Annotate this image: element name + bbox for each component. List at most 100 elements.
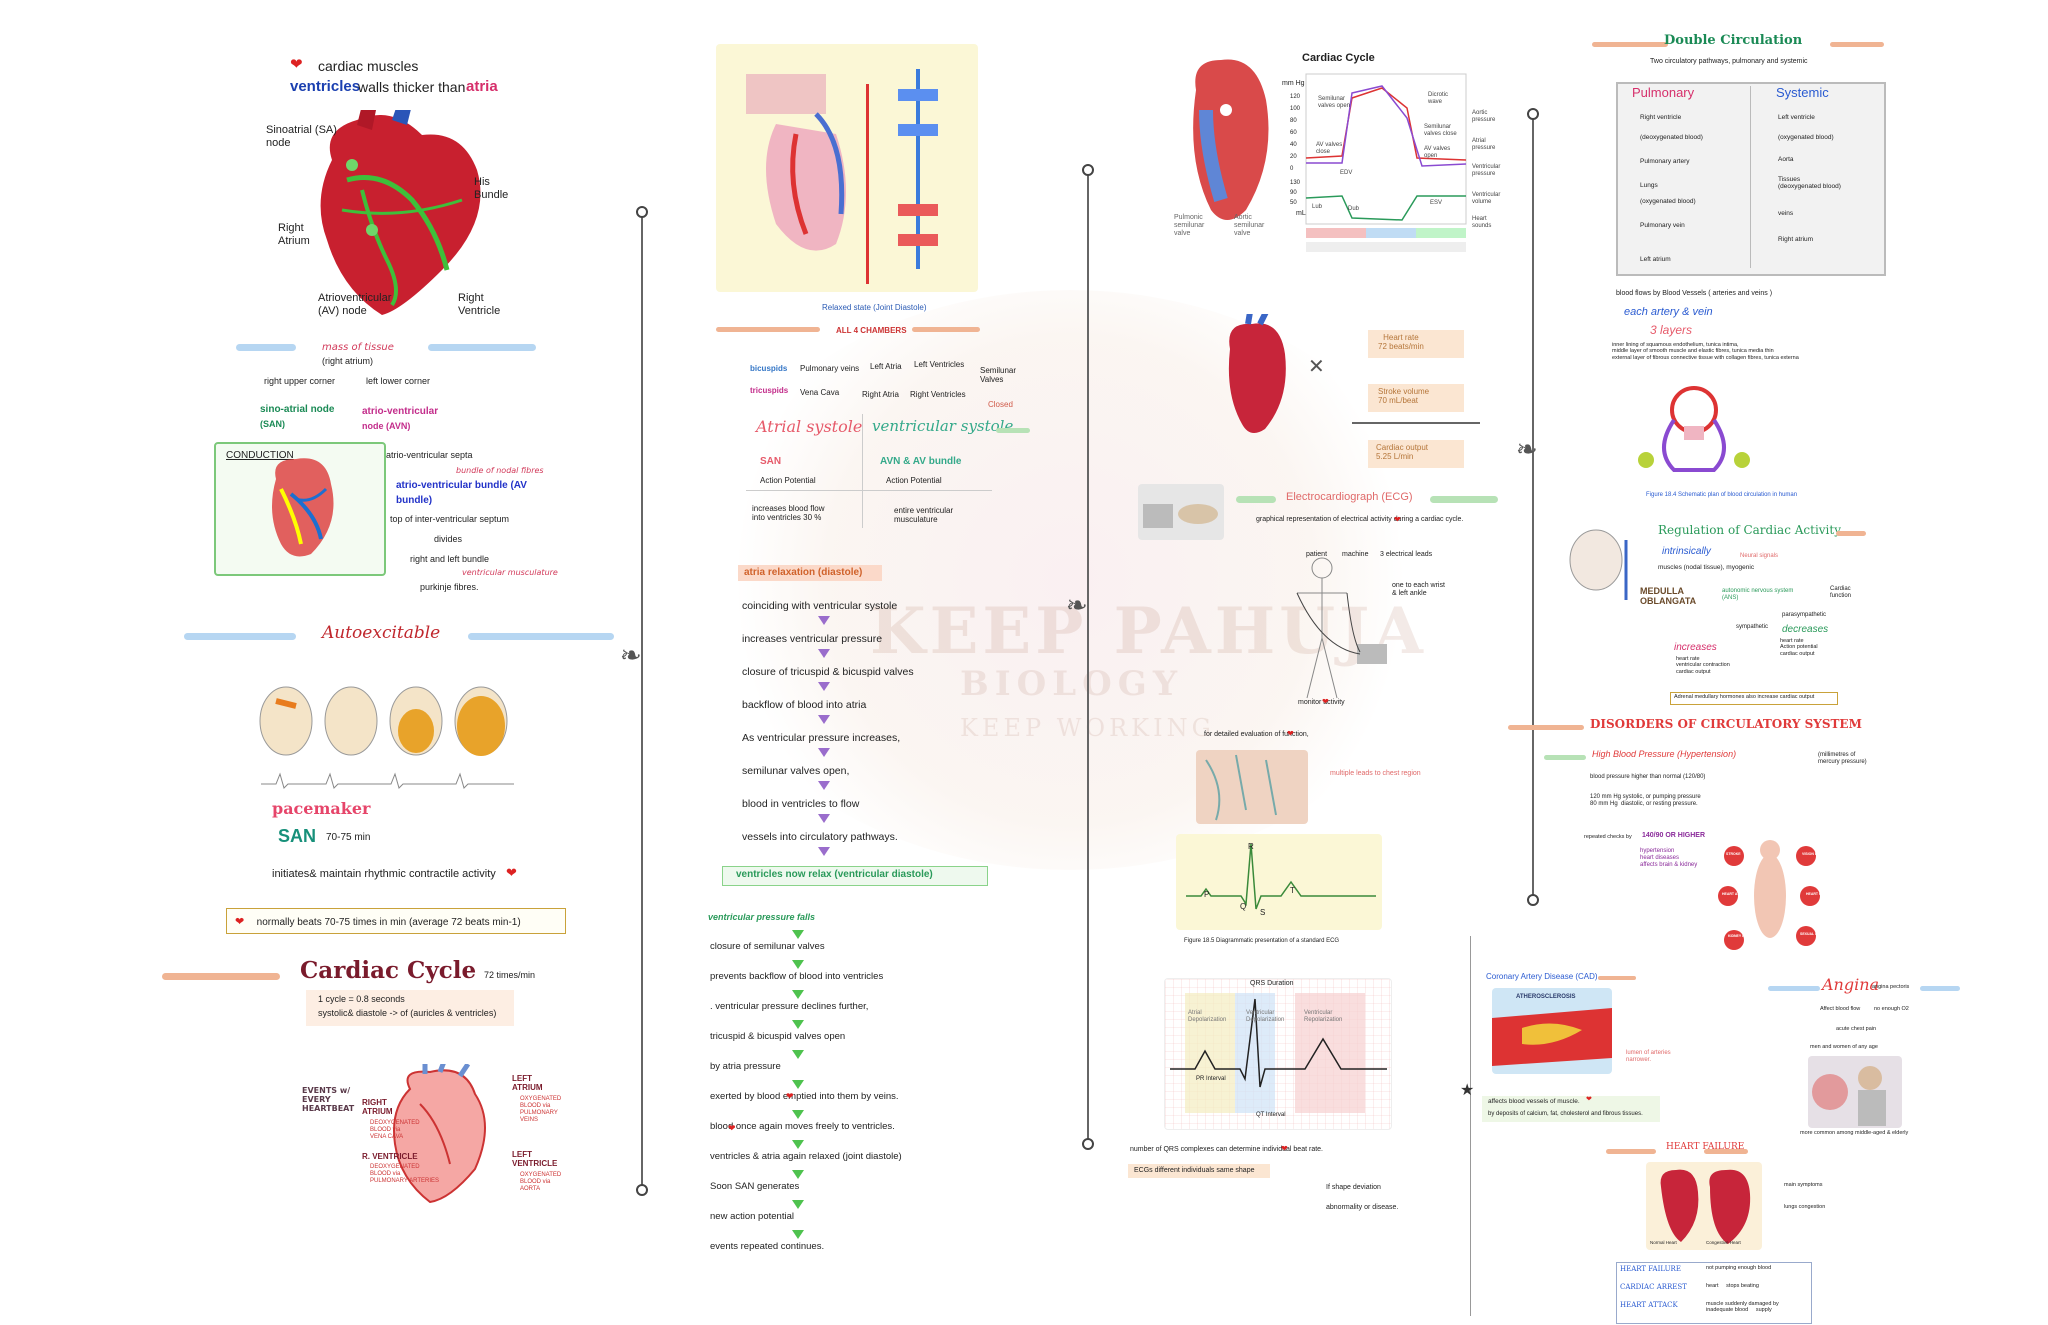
adrenal: Adrenal medullary hormones also increase… <box>1674 694 1815 700</box>
pulmonary-item: (oxygenated blood) <box>1640 198 1696 205</box>
down-arrow-icon <box>792 1140 804 1149</box>
hypertension-list: hypertension heart diseases affects brai… <box>1640 848 1698 868</box>
down-arrow-icon <box>792 990 804 999</box>
ecg-wave-letter: Q <box>1240 902 1247 911</box>
watermark-line2: BIOLOGY <box>960 664 1184 704</box>
mindmap-branch-line <box>641 212 643 1192</box>
right-left-bundle: right and left bundle <box>410 554 490 564</box>
label-right-atrium-d: RIGHT ATRIUM <box>362 1098 393 1117</box>
ecg-wave-letter: T <box>1290 886 1295 895</box>
label-his-bundle: His Bundle <box>474 176 509 201</box>
relaxation-step: blood in ventricles to flow <box>742 798 860 810</box>
diastole-step: tricuspid & bicuspid valves open <box>710 1031 846 1042</box>
highlight-bar <box>1836 531 1866 536</box>
systemic-item: Left ventricle <box>1778 114 1815 121</box>
av-bundle: atrio-ventricular bundle (AV <box>396 480 527 491</box>
label-deoxy-2: DEOXYGENATED BLOOD via PULMONARY ARTERIE… <box>370 1164 440 1184</box>
highlight-bar <box>162 973 280 980</box>
layer-text: inner lining of squamous endothelium, tu… <box>1612 342 1799 361</box>
heart-failure-title: HEART FAILURE <box>1666 1142 1745 1152</box>
highlight-bar <box>236 344 296 351</box>
ventricles-relax-box <box>722 866 988 886</box>
ventricles-word: ventricles <box>290 78 361 95</box>
branch-node <box>1082 164 1094 176</box>
condition-desc: muscle suddenly damaged by inadequate bl… <box>1706 1301 1779 1314</box>
branch-node <box>1082 1138 1094 1150</box>
chart-annotation: Aortic pressure <box>1472 110 1496 123</box>
highlight-bar <box>1430 496 1498 503</box>
affects-vessels: affects blood vessels of muscle. <box>1488 1098 1580 1105</box>
closed: Closed <box>988 400 1013 409</box>
san-rate: 70-75 min <box>326 832 371 843</box>
diastole-step: new action potential <box>710 1211 794 1222</box>
ecg-wave-letter: P <box>1204 890 1210 899</box>
av-bundle-end: bundle) <box>396 495 433 506</box>
entire-ventricular: entire ventricular musculature <box>894 506 954 525</box>
condition-desc: heart stops beating <box>1706 1283 1759 1289</box>
relaxation-step: coinciding with ventricular systole <box>742 600 898 612</box>
pulmonary-item: Lungs <box>1640 182 1658 189</box>
conduction-diagram: CONDUCTION <box>214 442 386 576</box>
blood-flows: blood flows by Blood Vessels ( arteries … <box>1616 290 1773 297</box>
if-shape-deviation: If shape deviation <box>1326 1184 1381 1191</box>
atria-relaxation: atria relaxation (diastole) <box>744 567 863 578</box>
cad-title: Coronary Artery Disease (CAD) <box>1486 972 1598 981</box>
qrs-duration: QRS Duration <box>1250 980 1294 987</box>
aortic-valve: Aortic semilunar valve <box>1234 214 1265 238</box>
organ-label: HEART FAILURE <box>1806 892 1834 896</box>
two-pathways: Two circulatory pathways, pulmonary and … <box>1650 58 1808 65</box>
chart-annotation: Semilunar valves close <box>1424 124 1457 137</box>
ventricles-relax: ventricles now relax (ventricular diasto… <box>736 869 933 880</box>
condition-desc: not pumping enough blood <box>1706 1265 1772 1271</box>
highlight-bar <box>1544 755 1586 760</box>
label-av-node: Atrioventricular (AV) node <box>318 292 392 317</box>
normal-heart: Normal Heart <box>1650 1240 1677 1245</box>
cardiac-output-box <box>1368 440 1464 468</box>
cardiac-cycle-chart-title: Cardiac Cycle <box>1302 52 1375 64</box>
abnormality: abnormality or disease. <box>1326 1204 1399 1211</box>
three-layers: 3 layers <box>1650 323 1693 337</box>
node-avn: node (AVN) <box>362 421 411 431</box>
watermark-line3: KEEP WORKING <box>960 714 1215 742</box>
label-oxy-1: OXYGENATED BLOOD via PULMONARY VEINS <box>520 1096 562 1123</box>
bp-detail: 120 mm Hg systolic, or pumping pressure … <box>1590 794 1701 807</box>
heart-rate-box <box>1368 330 1464 358</box>
avn-bundle: AVN & AV bundle <box>880 456 962 467</box>
diastole-step: by atria pressure <box>710 1061 781 1072</box>
heart-icon-cad: ❤ <box>1586 1096 1592 1103</box>
branch-node <box>1527 108 1539 120</box>
stroke-volume: Stroke volume 70 mL/beat <box>1378 387 1430 406</box>
san-big: SAN <box>278 826 317 846</box>
pulmonary-item: Pulmonary artery <box>1640 158 1690 165</box>
acute-chest: acute chest pain <box>1836 1026 1877 1032</box>
relaxed-state: Relaxed state (Joint Diastole) <box>822 303 927 312</box>
decreases-list: heart rate Action potential cardiac outp… <box>1780 638 1818 657</box>
chest-leads-photo <box>1196 750 1308 824</box>
highlight-bar <box>1830 42 1884 47</box>
conduction-title: CONDUCTION <box>226 450 294 461</box>
right-atria: Right Atria <box>862 390 899 399</box>
divider <box>862 414 863 528</box>
ventricular-musculature: ventricular musculature <box>462 568 558 577</box>
sino-atrial-node: sino-atrial node <box>260 404 335 415</box>
highlight-bar <box>1606 1149 1656 1154</box>
atrial-depol: Atrial Depolarization <box>1188 1010 1227 1023</box>
normally-beats-box: ❤ normally beats 70-75 times in min (ave… <box>226 908 566 934</box>
blood-drop-icon: ❤ <box>786 1091 794 1101</box>
ecg-patient: patient <box>1306 551 1328 558</box>
cardiac-output: Cardiac output 5.25 L/min <box>1376 443 1429 462</box>
times-per-min: 72 times/min <box>484 970 536 980</box>
chart-annotation: Dicrotic wave <box>1428 92 1449 105</box>
y-tick: 80 <box>1290 118 1297 124</box>
leaf-ornament-icon: ❧ <box>1066 590 1088 620</box>
branch-node <box>636 1184 648 1196</box>
highlight-bar <box>468 633 614 640</box>
down-arrow-icon <box>818 649 830 658</box>
cardiac-cycle-graph <box>1282 68 1516 266</box>
highlight-bar <box>912 327 980 332</box>
no-enough-o2: no enough O2 <box>1874 1006 1909 1012</box>
heart-conduction-diagram <box>262 110 520 320</box>
circulation-diagram <box>716 44 978 292</box>
qt-interval: QT Interval <box>1256 1112 1286 1118</box>
multiple-leads: multiple leads to chest region <box>1330 770 1421 777</box>
